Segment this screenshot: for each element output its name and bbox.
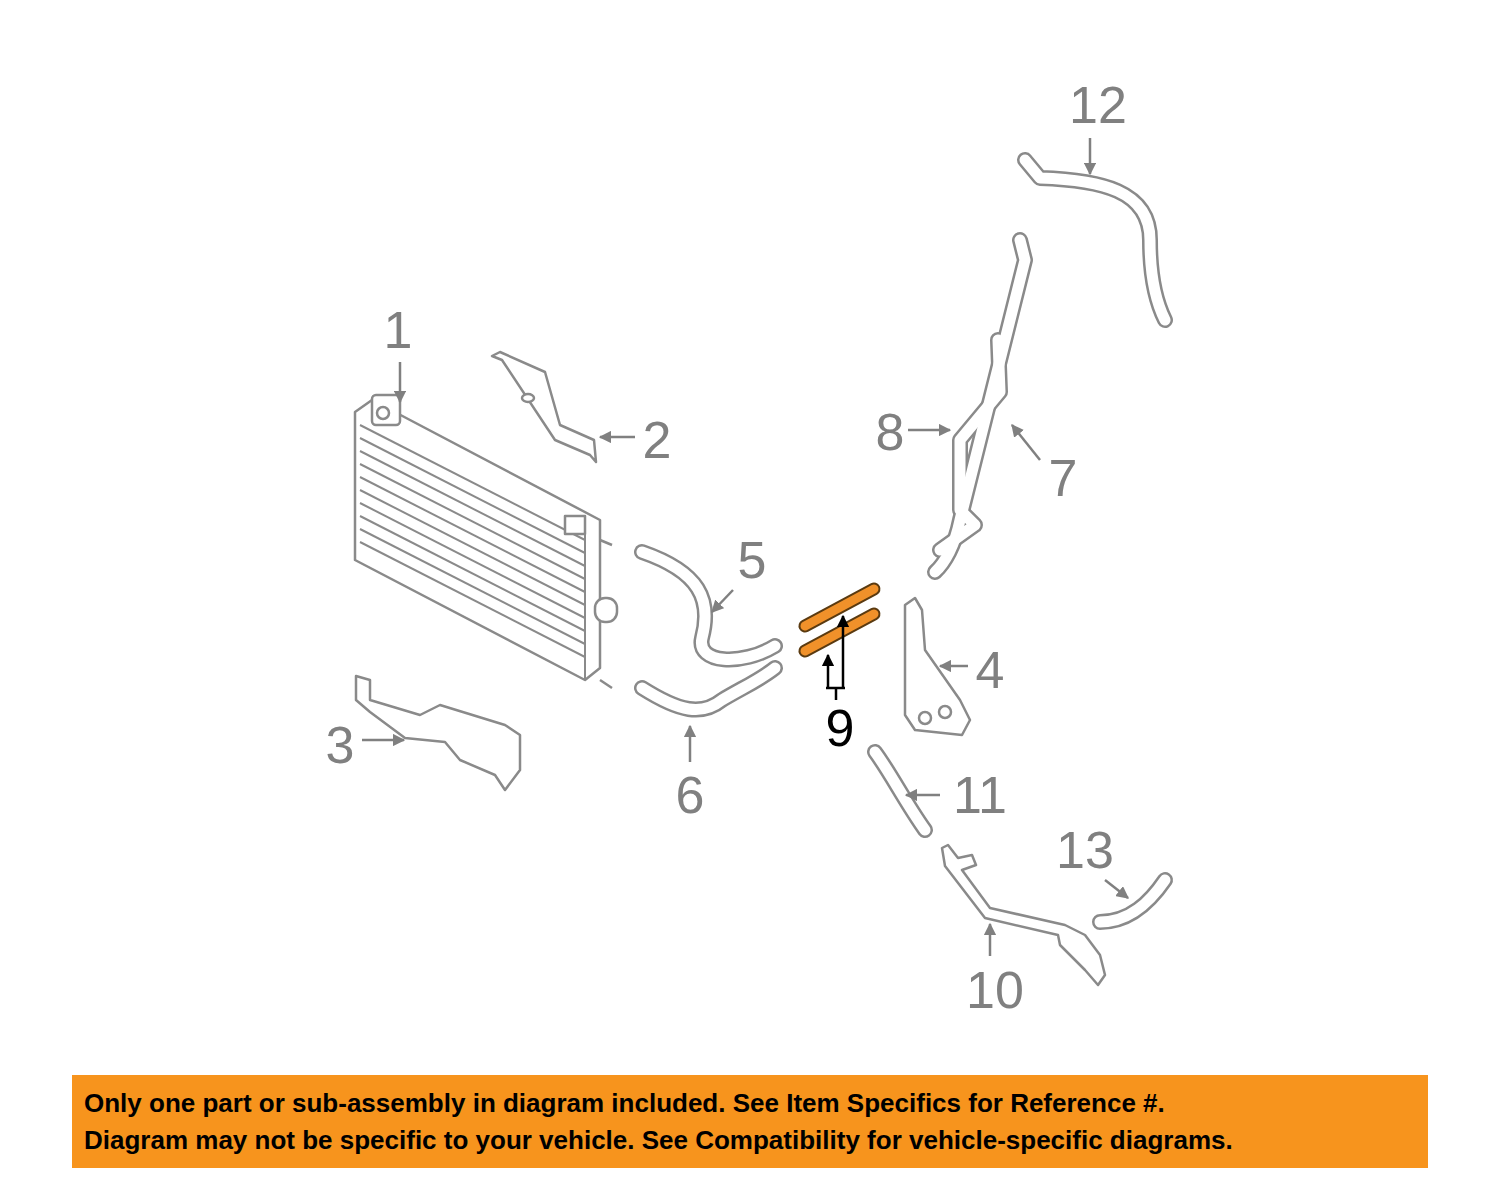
callout-number: 13 bbox=[1056, 824, 1114, 876]
callout-number: 12 bbox=[1069, 79, 1127, 131]
callout-number: 3 bbox=[326, 719, 355, 771]
callout-number: 9 bbox=[826, 702, 855, 754]
callout-number: 2 bbox=[643, 414, 672, 466]
callout-number: 8 bbox=[876, 406, 905, 458]
notice-text: Diagram may not be specific to your vehi… bbox=[84, 1122, 1416, 1159]
leader-lines bbox=[362, 138, 1128, 956]
upper-bracket bbox=[492, 352, 596, 462]
callout-number: 6 bbox=[676, 769, 705, 821]
part-outlines bbox=[355, 352, 1105, 985]
highlighted-hoses bbox=[805, 589, 874, 651]
notice-text: Only one part or sub-assembly in diagram… bbox=[84, 1085, 1416, 1122]
callout-number: 1 bbox=[384, 304, 413, 356]
hoses bbox=[642, 160, 1165, 922]
callout-number: 11 bbox=[953, 769, 1007, 821]
callout-number: 5 bbox=[738, 534, 767, 586]
lower-bracket bbox=[356, 676, 520, 790]
notice-banner: Only one part or sub-assembly in diagram… bbox=[72, 1075, 1428, 1168]
callout-number: 4 bbox=[976, 644, 1005, 696]
bracket-leader bbox=[826, 616, 845, 700]
callout-number: 7 bbox=[1049, 452, 1078, 504]
side-bracket bbox=[905, 598, 970, 735]
callout-number: 10 bbox=[966, 964, 1024, 1016]
